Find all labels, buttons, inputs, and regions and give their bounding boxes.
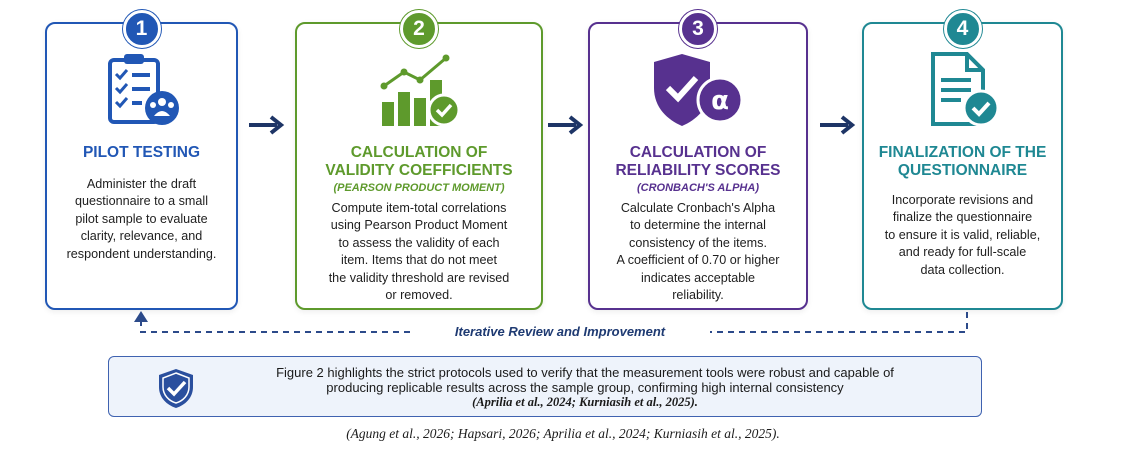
step-card-pilot-testing: 1 PILOT TESTING Administer the draft que… bbox=[45, 10, 238, 310]
figure-note-citation: (Aprilia et al., 2024; Kurniasih et al.,… bbox=[472, 395, 698, 409]
svg-text:α: α bbox=[711, 86, 729, 116]
step-card-reliability: 3 α CALCULATION OF RELIABILITY SCORES (C… bbox=[588, 10, 808, 310]
step-number-badge: 2 bbox=[400, 10, 438, 48]
loop-label: Iterative Review and Improvement bbox=[420, 324, 700, 339]
footer-citation: (Agung et al., 2026; Hapsari, 2026; Apri… bbox=[346, 426, 780, 441]
step-description: Compute item-total correlations using Pe… bbox=[328, 201, 510, 303]
step-description: Calculate Cronbach's Alpha to determine … bbox=[616, 201, 780, 303]
step-title: FINALIZATION OF THE QUESTIONNAIRE bbox=[878, 144, 1047, 179]
step-number-badge: 3 bbox=[679, 10, 717, 48]
arrow-right-icon bbox=[820, 115, 856, 135]
arrow-right-icon bbox=[548, 115, 584, 135]
shield-check-alpha-icon: α bbox=[654, 54, 744, 126]
step-title: CALCULATION OF VALIDITY COEFFICIENTS bbox=[325, 144, 513, 179]
step-number-badge: 1 bbox=[122, 10, 161, 48]
step-description: Administer the draft questionnaire to a … bbox=[66, 177, 217, 261]
step-subtitle: (CRONBACH'S ALPHA) bbox=[637, 182, 759, 194]
step-card-finalization: 4 FINALIZATION OF THE QUESTIONNAIRE Inco… bbox=[862, 10, 1063, 310]
step-subtitle: (PEARSON PRODUCT MOMENT) bbox=[333, 182, 505, 194]
step-title: CALCULATION OF RELIABILITY SCORES bbox=[615, 144, 781, 179]
step-title: PILOT TESTING bbox=[82, 144, 201, 161]
arrow-right-icon bbox=[249, 115, 285, 135]
step-description: Incorporate revisions and finalize the q… bbox=[884, 193, 1041, 277]
document-check-icon bbox=[930, 52, 999, 127]
step-card-validity: 2 CALCULATION OF VALIDITY COEFFICIENTS (… bbox=[295, 10, 543, 310]
bar-chart-check-icon bbox=[380, 54, 461, 127]
clipboard-checklist-users-icon bbox=[107, 54, 179, 125]
figure-note-text: Figure 2 highlights the strict protocols… bbox=[209, 365, 961, 410]
figure-note: Figure 2 highlights the strict protocols… bbox=[108, 356, 982, 417]
step-number-badge: 4 bbox=[943, 10, 982, 48]
shield-check-icon bbox=[159, 369, 193, 408]
